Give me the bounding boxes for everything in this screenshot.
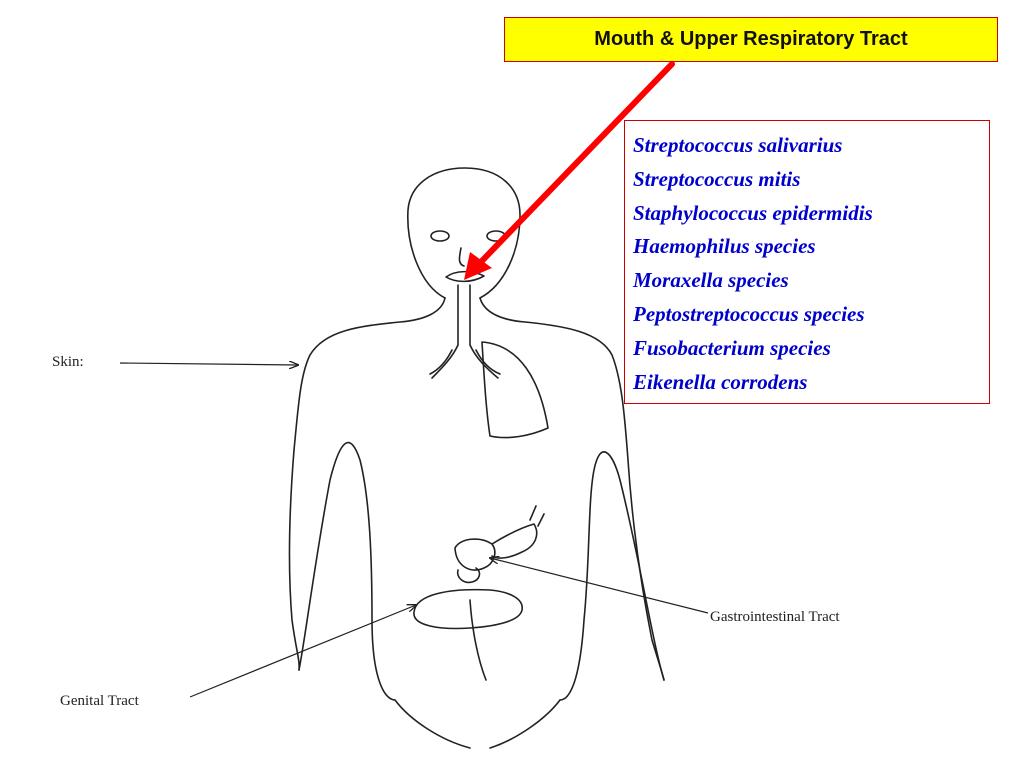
species-item: Staphylococcus epidermidis — [633, 200, 873, 225]
genital-label: Genital Tract — [60, 693, 140, 709]
species-item: Eikenella corrodens — [633, 369, 808, 394]
gi-label: Gastrointestinal Tract — [710, 609, 840, 625]
species-item: Haemophilus species — [633, 234, 816, 259]
species-item: Peptostreptococcus species — [633, 301, 865, 326]
body-outline — [288, 167, 665, 749]
skin-label: Skin: — [52, 354, 84, 370]
species-item: Streptococcus salivarius — [633, 133, 843, 157]
species-item: Moraxella species — [633, 268, 789, 293]
gi-pointer — [490, 558, 709, 614]
callout-arrow — [464, 61, 675, 280]
skin-pointer — [119, 363, 298, 365]
genital-pointer — [189, 605, 416, 698]
species-item: Streptococcus mitis — [633, 166, 801, 191]
label-lines — [119, 363, 709, 698]
callout-title: Mouth & Upper Respiratory Tract — [594, 28, 908, 50]
species-item: Fusobacterium species — [633, 335, 831, 360]
callout-title-box: Mouth & Upper Respiratory Tract — [504, 17, 998, 62]
